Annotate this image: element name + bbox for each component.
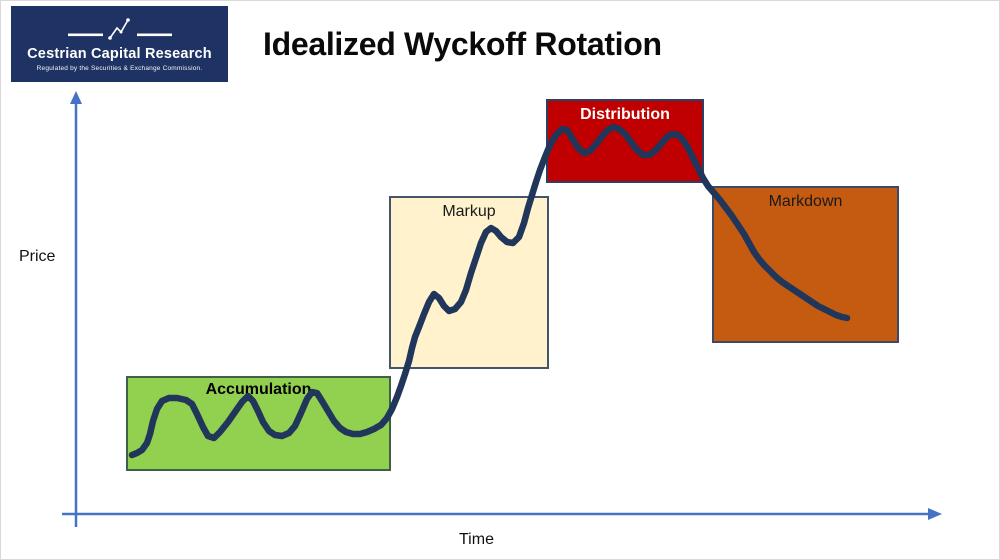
company-logo: Cestrian Capital Research Regulated by t… xyxy=(11,6,228,82)
page-title: Idealized Wyckoff Rotation xyxy=(263,26,662,62)
y-axis-label: Price xyxy=(19,248,56,265)
y-axis-arrowhead-icon xyxy=(70,91,82,104)
phase-label-markdown: Markdown xyxy=(768,193,843,210)
phase-box-markup: Markup xyxy=(389,196,549,369)
x-axis-arrowhead-icon xyxy=(928,508,942,520)
phase-box-markdown: Markdown xyxy=(712,186,899,343)
phase-box-accumulation: Accumulation xyxy=(126,376,391,471)
phase-label-markup: Markup xyxy=(442,203,496,220)
logo-brand-text: Cestrian Capital Research xyxy=(27,45,212,62)
phase-box-distribution: Distribution xyxy=(546,99,704,183)
phase-label-distribution: Distribution xyxy=(580,106,670,123)
logo-tagline-text: Regulated by the Securities & Exchange C… xyxy=(36,64,203,72)
x-axis-label: Time xyxy=(459,531,494,548)
phase-label-accumulation: Accumulation xyxy=(205,381,312,398)
stock-line-icon xyxy=(67,17,172,40)
